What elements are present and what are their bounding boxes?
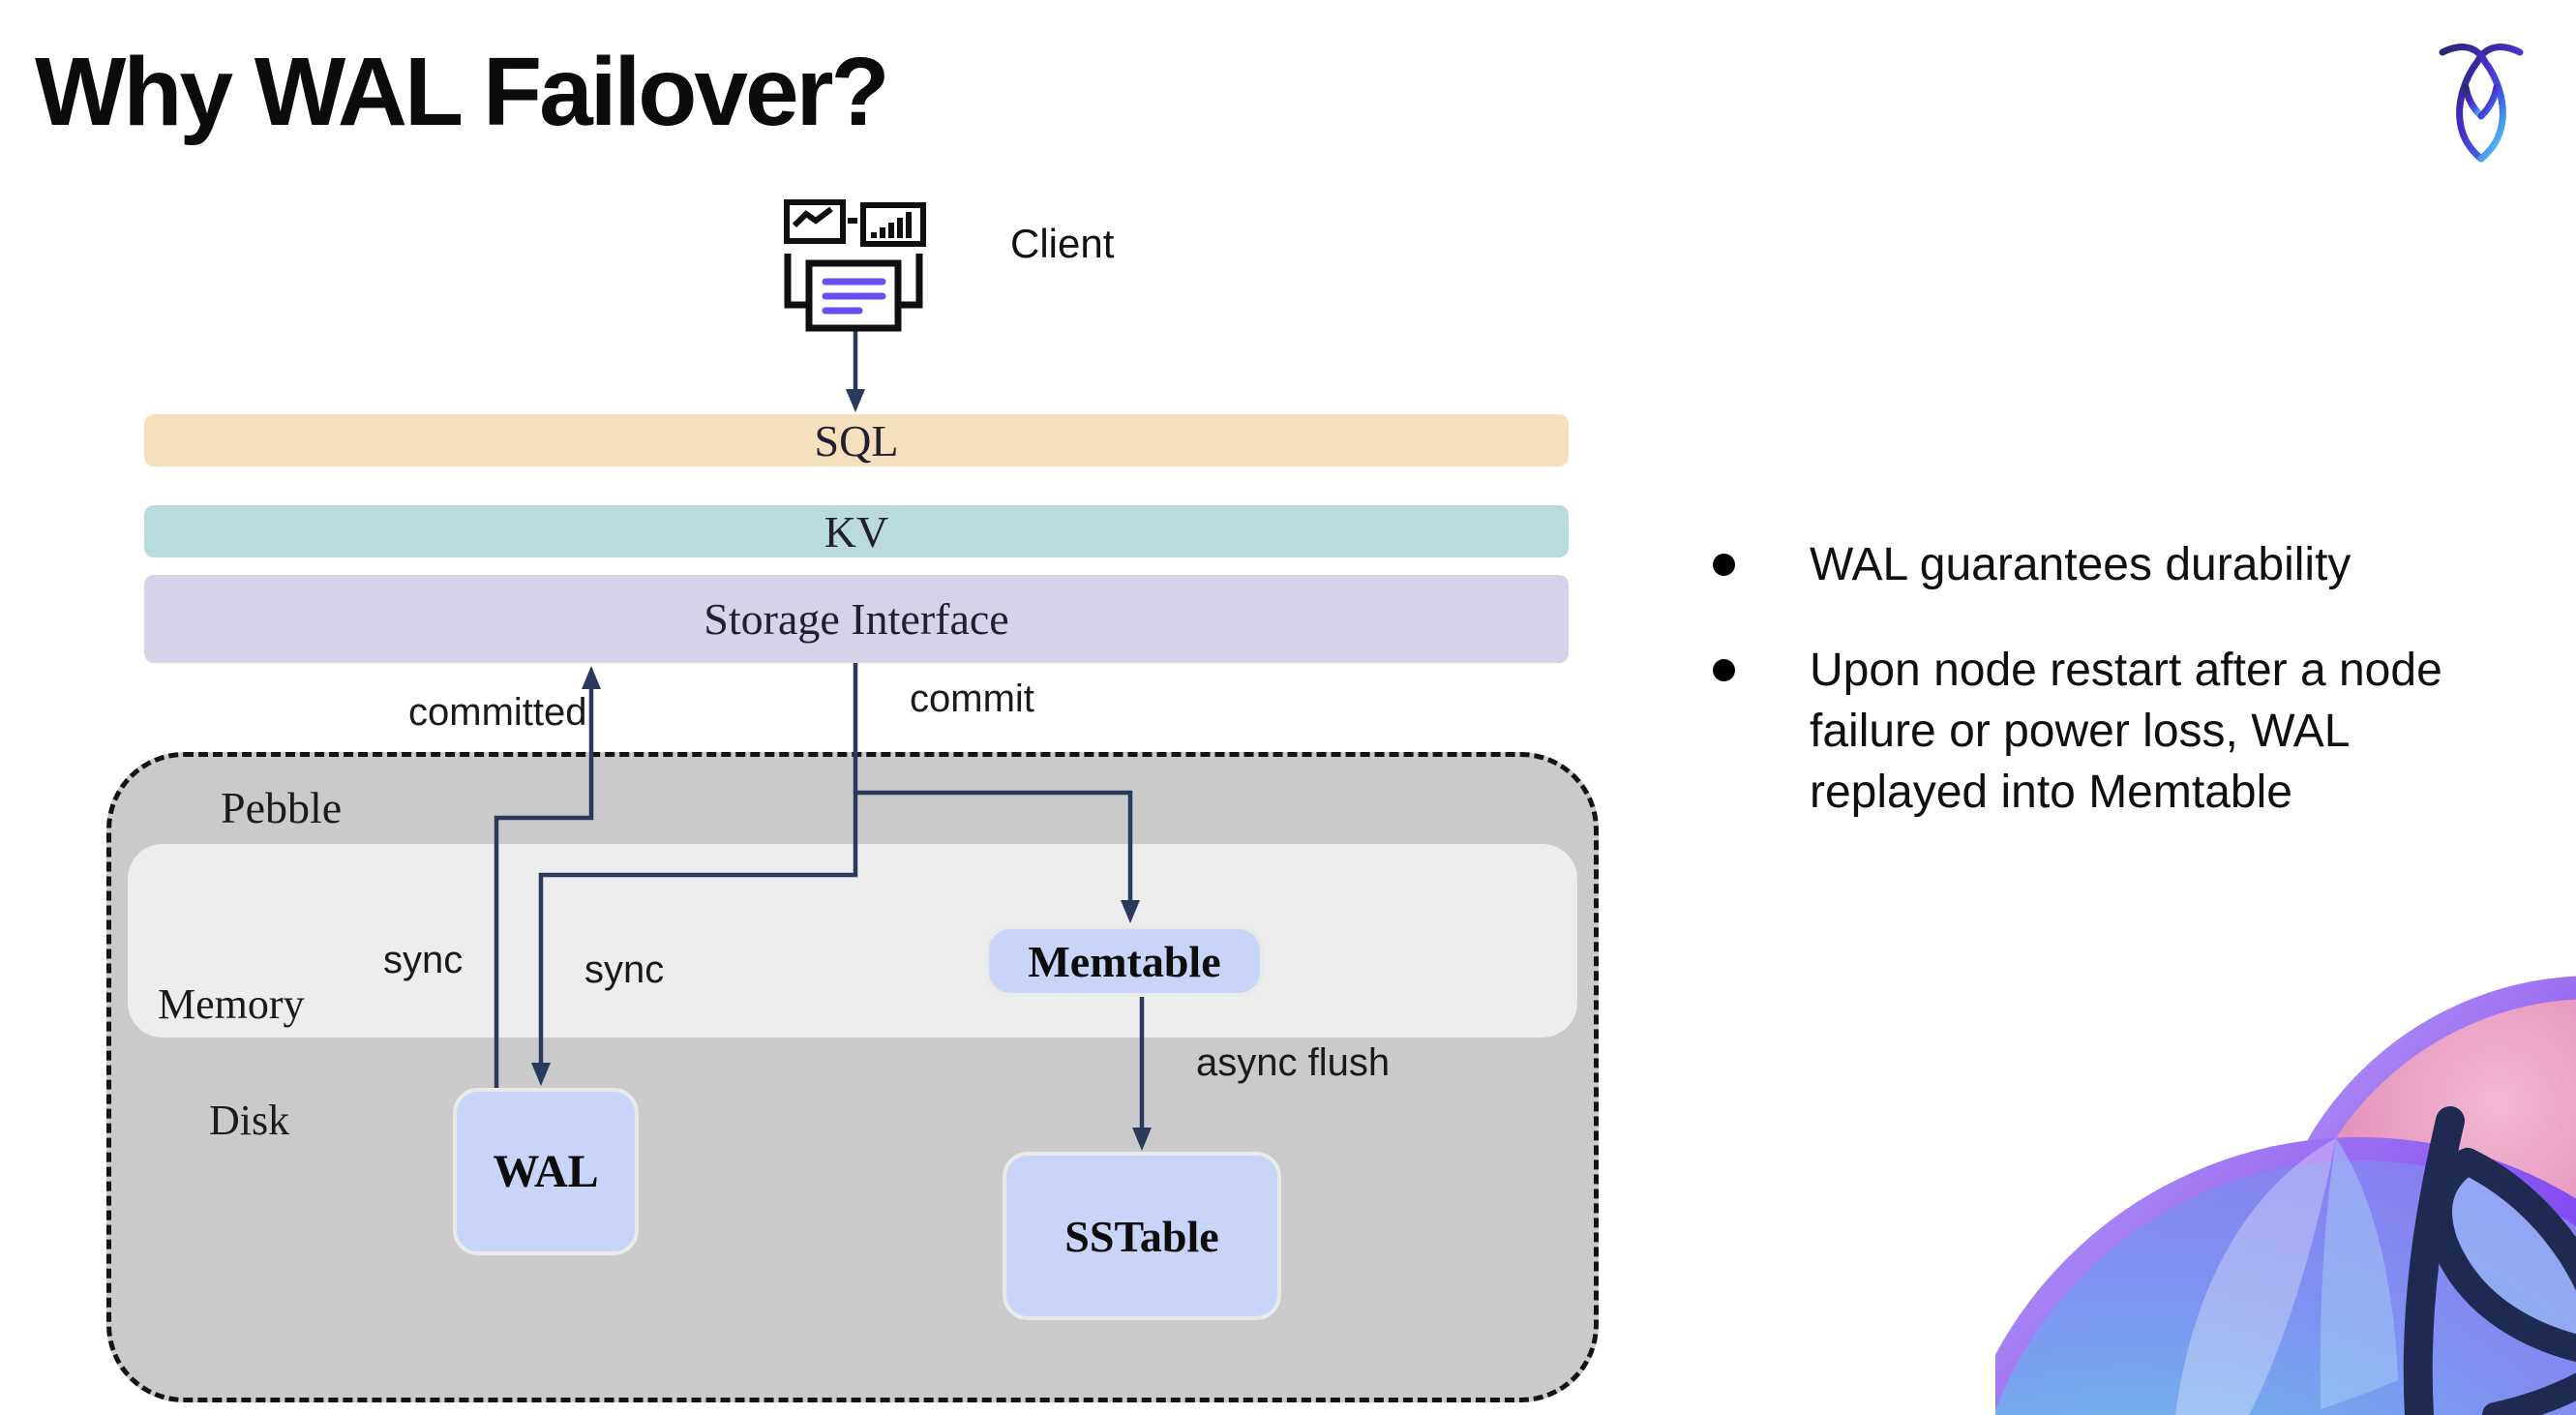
bullet-item: Upon node restart after a node failure o…: [1686, 640, 2479, 823]
left-bracket-icon: [784, 254, 809, 309]
node-wal: WAL: [453, 1088, 639, 1255]
edge-label-async-flush: async flush: [1196, 1041, 1391, 1084]
line-chart-icon: [784, 199, 846, 244]
node-wal-label: WAL: [493, 1146, 599, 1197]
edge-label-commit: commit: [910, 677, 1034, 720]
dash-icon: [848, 218, 857, 224]
bar-chart-icon: [860, 202, 926, 247]
client-icon: [784, 199, 926, 332]
cockroachdb-logo-icon: [2439, 44, 2524, 163]
layer-sql-label: SQL: [814, 415, 899, 466]
bullet-dot: [1713, 659, 1735, 681]
layer-storage-interface: Storage Interface: [144, 575, 1569, 663]
layer-storage-label: Storage Interface: [704, 594, 1009, 644]
memory-label: Memory: [158, 980, 305, 1028]
line-chart-zigzag: [792, 206, 833, 228]
bullet-list: WAL guarantees durability Upon node rest…: [1686, 534, 2479, 867]
document-text-lines: [822, 278, 886, 315]
page-title: Why WAL Failover?: [35, 38, 890, 146]
arrowhead-into-storage: [582, 666, 601, 689]
arrowhead-into-sql: [846, 389, 865, 412]
bullet-dot: [1713, 554, 1735, 576]
leaf-branch: [2482, 1372, 2576, 1415]
node-memtable-label: Memtable: [1028, 936, 1221, 986]
leaf-stem: [2403, 1106, 2465, 1415]
node-sstable-label: SSTable: [1064, 1211, 1219, 1261]
decorative-corner-art: [1995, 976, 2576, 1415]
bullet-text: WAL guarantees durability: [1810, 539, 2351, 590]
memory-band: [128, 844, 1577, 1038]
disk-label: Disk: [209, 1097, 290, 1144]
bullet-item: WAL guarantees durability: [1686, 534, 2479, 595]
right-bracket-icon: [898, 254, 923, 309]
edge-label-sync-committed: sync: [383, 939, 464, 981]
light-petal: [2175, 1138, 2336, 1415]
layer-kv: KV: [144, 505, 1569, 557]
node-sstable: SSTable: [1003, 1152, 1281, 1320]
pebble-label: Pebble: [221, 783, 343, 832]
light-petal: [2320, 1138, 2398, 1409]
edge-label-sync-wal: sync: [584, 948, 665, 991]
layer-kv-label: KV: [824, 506, 889, 557]
client-label: Client: [1010, 221, 1115, 266]
layer-sql: SQL: [144, 414, 1569, 467]
bullet-text: Upon node restart after a node failure o…: [1810, 645, 2442, 818]
node-memtable: Memtable: [985, 925, 1264, 997]
edge-label-committed: committed: [408, 691, 587, 734]
